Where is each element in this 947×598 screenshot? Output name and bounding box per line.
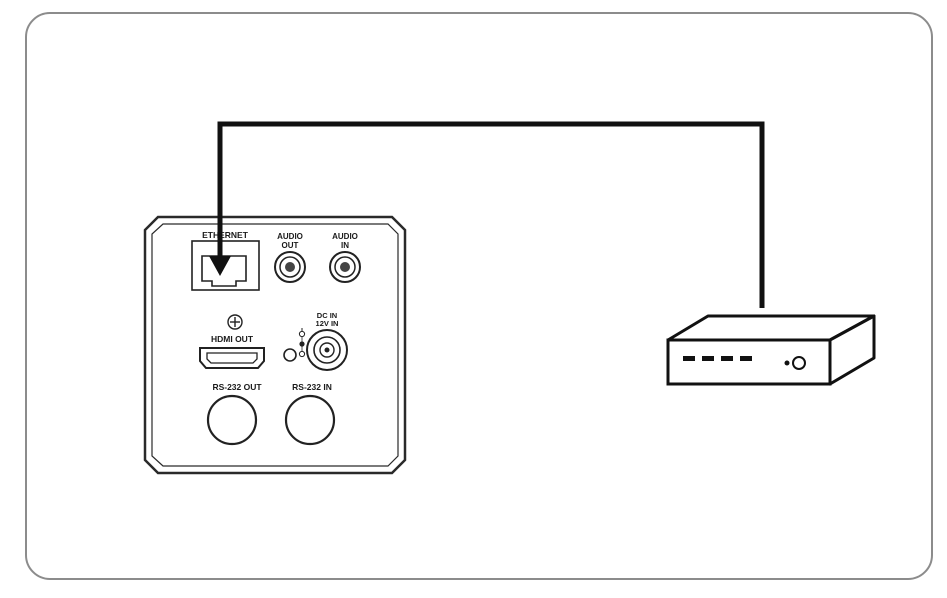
audio-out-label-line1: AUDIO <box>277 232 303 241</box>
rs232-in-label: RS-232 IN <box>292 382 332 392</box>
camera-panel-body <box>143 215 407 475</box>
network-cable <box>209 121 765 308</box>
camera-rear-panel: ETHERNET AUDIO OUT AUDIO IN HDMI OUT <box>143 215 407 475</box>
ethernet-port-label: ETHERNET <box>202 230 249 240</box>
cable-line <box>217 121 765 308</box>
ethernet-socket <box>201 255 247 287</box>
router-indicator-lights <box>683 356 752 361</box>
hdmi-out-port <box>199 347 265 369</box>
dc-in-jack <box>306 329 348 371</box>
rs232-in-port <box>284 394 336 446</box>
audio-in-label-line2: IN <box>341 241 349 250</box>
camera-panel-inner-edge <box>151 223 399 467</box>
router-power-button-icon <box>792 356 806 370</box>
audio-out-jack <box>274 251 306 283</box>
rs232-out-port <box>206 394 258 446</box>
router-status-dot <box>784 360 790 366</box>
mounting-screw-icon <box>227 314 243 330</box>
cable-arrowhead <box>209 256 231 276</box>
audio-out-label-line2: OUT <box>282 241 299 250</box>
network-router-icon <box>666 314 876 386</box>
rs232-out-label: RS-232 OUT <box>212 382 262 392</box>
power-led <box>283 348 297 362</box>
dc-in-label-line2: 12V IN <box>316 319 339 328</box>
polarity-symbol-icon <box>298 328 306 358</box>
audio-in-jack <box>329 251 361 283</box>
hdmi-out-label: HDMI OUT <box>211 334 254 344</box>
audio-in-label-line1: AUDIO <box>332 232 358 241</box>
dc-in-label-line1: DC IN <box>317 311 337 320</box>
